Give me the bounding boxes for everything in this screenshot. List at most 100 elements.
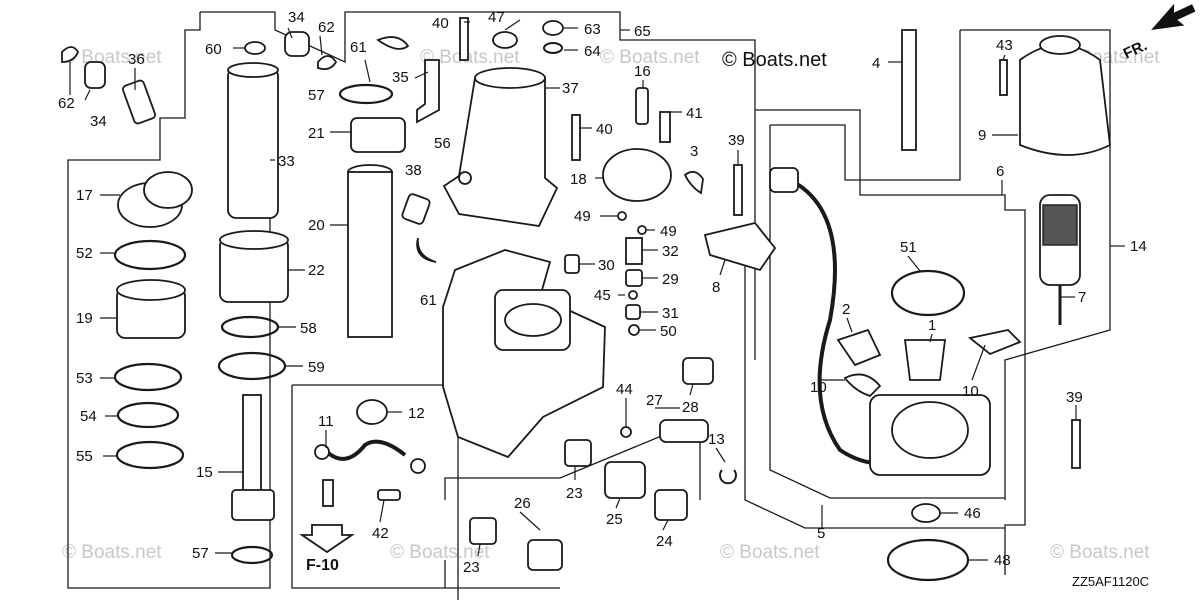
watermark: © Boats.net [600,47,700,68]
callout: 39 [728,132,745,149]
bushing-34 [84,61,106,89]
valve-face-18 [602,148,672,202]
spring-32 [625,237,643,265]
screw-38 [401,193,431,225]
callout: 52 [76,245,93,262]
clip-62 [61,46,80,63]
o-ring-53 [113,362,183,392]
spool-25 [604,461,646,499]
bolt-39b [1071,419,1081,469]
fitting-11b [410,458,426,474]
callout: 21 [308,125,325,142]
rod-15 [242,394,262,494]
callout: 48 [994,552,1011,569]
callout: 42 [372,525,389,542]
arrow-f10 [299,524,355,554]
callout: 39 [1066,389,1083,406]
bushing-34b [284,31,310,57]
motor-top [1039,35,1081,55]
callout: 47 [488,9,505,26]
diagram-code: ZZ5AF1120C [1072,574,1149,589]
reservoir-37 [442,77,559,227]
callout: 62 [58,95,75,112]
callout: 53 [76,370,93,387]
ring-44 [620,426,632,438]
hose-11 [323,439,407,461]
callout: 44 [616,381,633,398]
callout: 16 [634,63,651,80]
watermark: © Boats.net [720,542,820,563]
callout: 65 [634,23,651,40]
seal-12 [356,399,388,425]
watermark: © Boats.net [1050,542,1150,563]
center-top-group [376,17,564,263]
callout: 23 [566,485,583,502]
o-ring-64 [543,42,563,54]
plug-30 [564,254,580,274]
brush-holder-2 [836,328,882,367]
valve-body-group [442,87,777,571]
callout: 27 [646,392,663,409]
callout: 38 [405,162,422,179]
callout: 41 [686,105,703,122]
callout: 36 [128,51,145,68]
callout: 9 [978,127,986,144]
callout: 1 [928,317,936,334]
o-ring-48 [886,538,970,582]
armature-core [1042,204,1078,246]
callout-labels: 34 62 60 36 62 34 57 61 35 40 47 63 64 6… [58,9,1147,576]
callout: 49 [574,208,591,225]
callout: 61 [420,292,437,309]
callout: 45 [594,287,611,304]
cover-8 [703,221,777,272]
bolt-43 [999,59,1008,96]
fitting-16 [635,87,649,125]
bolt-39a [733,164,743,216]
callout: 54 [80,408,97,425]
watermark: © Boats.net [420,47,520,68]
callout: 64 [584,43,601,60]
left-cylinder-group [61,31,406,565]
fitting-11 [314,444,330,460]
nut-19-top [116,279,186,301]
callout: 22 [308,262,325,279]
bottom-left-group [299,399,426,554]
ball-45 [628,290,638,300]
callout: 19 [76,310,93,327]
copyright-label: © Boats.net [722,49,827,71]
callout: 2 [842,301,850,318]
base-center [891,401,969,459]
plate-10 [843,373,882,398]
valve-29 [625,269,643,287]
callout: 57 [192,545,209,562]
callout: 62 [318,19,335,36]
callout: 25 [606,511,623,528]
callout: 11 [318,413,334,430]
callout: 23 [463,559,480,576]
callout: 46 [964,505,981,522]
callout: 7 [1078,289,1086,306]
valve-24 [654,489,688,521]
group-frames [67,11,1111,600]
bolt-42 [377,489,401,501]
motor-housing-9 [1019,44,1111,156]
valve-bore [504,303,562,337]
washer-60 [244,41,266,55]
callout: 34 [288,9,305,26]
callout: 56 [434,135,451,152]
bracket-35 [416,59,440,124]
packing-21-body [350,117,406,153]
callout: 31 [662,305,679,322]
direction-arrow-icon [1151,3,1196,30]
callout: 10 [962,383,979,400]
brush-1 [903,339,947,381]
callout: 40 [596,121,613,138]
o-ring-57a [338,83,394,105]
callout: 3 [690,143,698,160]
bolt-41 [659,111,671,143]
callout: 6 [996,163,1004,180]
o-ring-51 [890,269,966,317]
callout: 15 [196,464,213,481]
seal-63 [542,20,564,36]
